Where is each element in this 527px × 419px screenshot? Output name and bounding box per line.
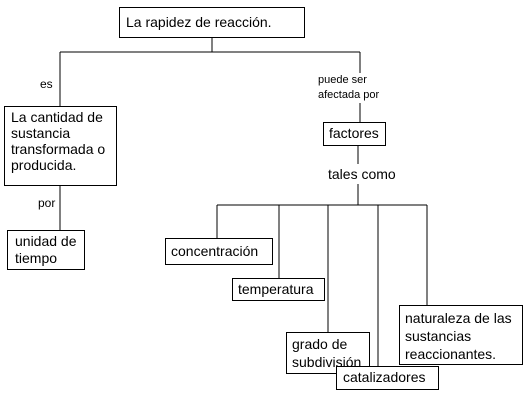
link-puede-ser: puede ser afectada por xyxy=(316,73,382,103)
naturaleza-line: reaccionantes. xyxy=(405,346,497,362)
factores-box: factores xyxy=(323,122,386,146)
concentracion-text: concentración xyxy=(171,243,259,259)
catalizadores-box: catalizadores xyxy=(336,366,439,390)
definition-line: La cantidad de xyxy=(11,109,103,125)
link-por: por xyxy=(36,196,58,210)
definition-box: La cantidad de sustancia transformada o … xyxy=(4,106,117,186)
naturaleza-line: sustancias xyxy=(405,328,472,344)
definition-line: sustancia xyxy=(11,125,71,141)
unit-line: tiempo xyxy=(15,250,58,266)
naturaleza-box: naturaleza de las sustancias reaccionant… xyxy=(399,305,523,365)
definition-line: transformada o xyxy=(11,141,106,157)
concentracion-box: concentración xyxy=(165,238,273,265)
naturaleza-line: naturaleza de las xyxy=(405,310,512,326)
unit-line: unidad de xyxy=(15,233,77,249)
link-line: puede ser xyxy=(318,74,367,86)
link-line: afectada por xyxy=(318,89,380,101)
temperatura-text: temperatura xyxy=(238,281,314,297)
factores-text: factores xyxy=(329,125,379,141)
catalizadores-text: catalizadores xyxy=(343,369,426,385)
grado-box: grado de subdivisión xyxy=(286,332,370,374)
title-box: La rapidez de reacción. xyxy=(119,7,305,38)
unit-box: unidad de tiempo xyxy=(7,230,85,270)
grado-line: grado de xyxy=(292,336,348,352)
tales-como: tales como xyxy=(326,166,398,182)
temperatura-box: temperatura xyxy=(232,278,325,301)
link-es: es xyxy=(38,77,55,91)
definition-line: producida. xyxy=(11,157,77,173)
title-text: La rapidez de reacción. xyxy=(126,14,272,30)
